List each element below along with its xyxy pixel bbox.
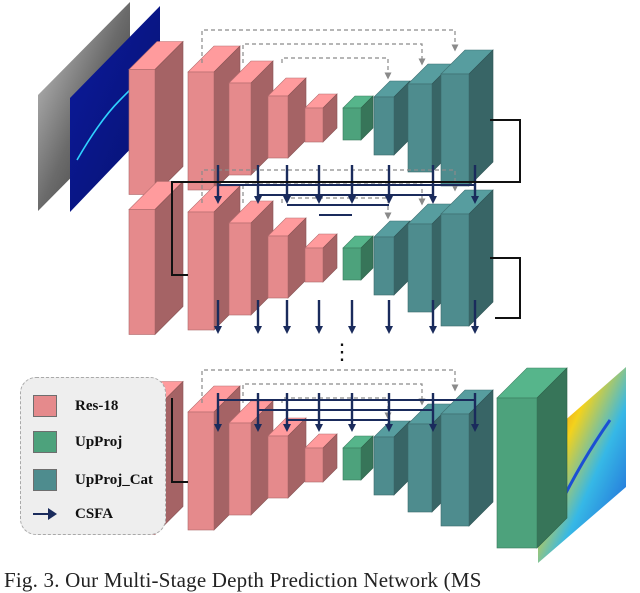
input-sparse-depth — [70, 6, 160, 212]
stage-2 — [128, 169, 494, 336]
stage3-block-9-upproj-cat — [440, 389, 494, 527]
stage2-skip-connection-1 — [201, 169, 459, 203]
stage1-skip-connection-2 — [242, 43, 426, 66]
legend-item-upproj: UpProj — [33, 430, 122, 454]
stage1-block-5-res18 — [304, 93, 338, 143]
stage1-skip-connection-1 — [201, 29, 459, 63]
stage2-block-6-upproj — [342, 235, 374, 281]
csfa-arrow-icon — [33, 507, 57, 521]
stage2-skip-connection-2 — [242, 183, 426, 206]
stage2-block-5-res18 — [304, 233, 338, 283]
legend-item-res18: Res-18 — [33, 394, 118, 418]
stage-3 — [128, 367, 568, 549]
stage2-skip-connection-3 — [281, 197, 392, 220]
upproj-cat-swatch — [33, 469, 57, 491]
stage2-block-7-upproj-cat — [373, 220, 411, 296]
stage-1 — [128, 29, 494, 196]
stage3-input-feedback — [171, 398, 188, 483]
stage1-output-feedback — [171, 119, 521, 276]
stage1-block-9-upproj-cat — [440, 49, 494, 187]
stage-ellipsis: ⋮ — [331, 339, 353, 364]
stage1-block-6-upproj — [342, 95, 374, 141]
stage1-block-1-res18 — [128, 40, 184, 196]
stage3-skip-connection-1 — [201, 369, 459, 403]
legend-item-csfa: CSFA — [33, 502, 113, 526]
legend-label-upproj: UpProj — [75, 433, 123, 450]
stage3-skip-connection-2 — [242, 383, 426, 406]
stage3-block-10-upproj — [496, 367, 568, 549]
stage1-block-7-upproj-cat — [373, 80, 411, 156]
stage2-block-3-res18 — [228, 200, 274, 316]
stage1-skip-connection-3 — [281, 57, 392, 80]
stage3-block-6-upproj — [342, 435, 374, 481]
stage1-block-3-res18 — [228, 60, 274, 176]
stage1-block-4-res18 — [267, 77, 307, 159]
feedback-connections — [171, 119, 521, 483]
legend-label-res18: Res-18 — [75, 397, 119, 414]
legend-item-upproj-cat: UpProj_Cat — [33, 468, 153, 492]
stage2-block-9-upproj-cat — [440, 189, 494, 327]
stage3-block-4-res18 — [267, 417, 307, 499]
legend-label-csfa: CSFA — [75, 505, 114, 522]
res18-swatch — [33, 395, 57, 417]
stage2-block-4-res18 — [267, 217, 307, 299]
stage2-output-feedback — [490, 257, 521, 319]
figure-caption: Fig. 3. Our Multi-Stage Depth Prediction… — [4, 568, 482, 592]
stage3-block-5-res18 — [304, 433, 338, 483]
stage3-block-7-upproj-cat — [373, 420, 411, 496]
legend-label-upproj-cat: UpProj_Cat — [75, 471, 154, 488]
legend: Res-18 UpProj UpProj_Cat CSFA — [20, 377, 166, 535]
stage3-block-3-res18 — [228, 400, 274, 516]
upproj-swatch — [33, 431, 57, 453]
stage2-block-1-res18 — [128, 180, 184, 336]
